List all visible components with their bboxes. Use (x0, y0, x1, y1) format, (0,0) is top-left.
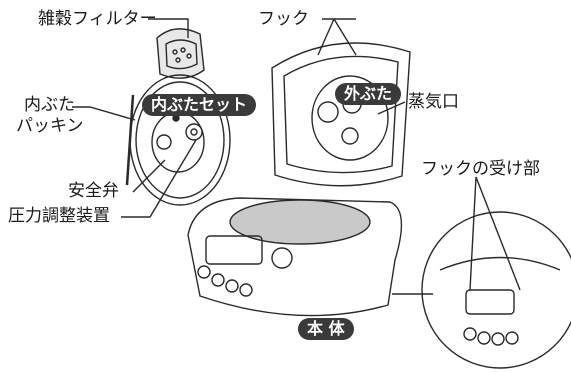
filter-label: 雑穀フィルター (38, 9, 157, 29)
grain-filter-illustration (156, 28, 205, 79)
main-body-badge: 本 体 (298, 318, 354, 340)
pressure-regulator-label: 圧力調整装置 (8, 206, 110, 226)
hook-receiver-label: フックの受け部 (421, 159, 540, 179)
safety-valve-label: 安全弁 (68, 181, 119, 201)
outer-lid-illustration (271, 42, 411, 187)
packing-label-line2: パッキン (16, 116, 84, 136)
steam-vent-label: 蒸気口 (408, 92, 459, 112)
magnified-detail-illustration (421, 211, 571, 369)
outer-lid-badge: 外ぶた (335, 83, 402, 105)
main-body-illustration (187, 197, 403, 317)
hook-label: フック (258, 9, 309, 29)
inner-lid-set-badge: 内ぶたセット (142, 94, 257, 116)
packing-label-line1: 内ぶた (24, 95, 75, 115)
